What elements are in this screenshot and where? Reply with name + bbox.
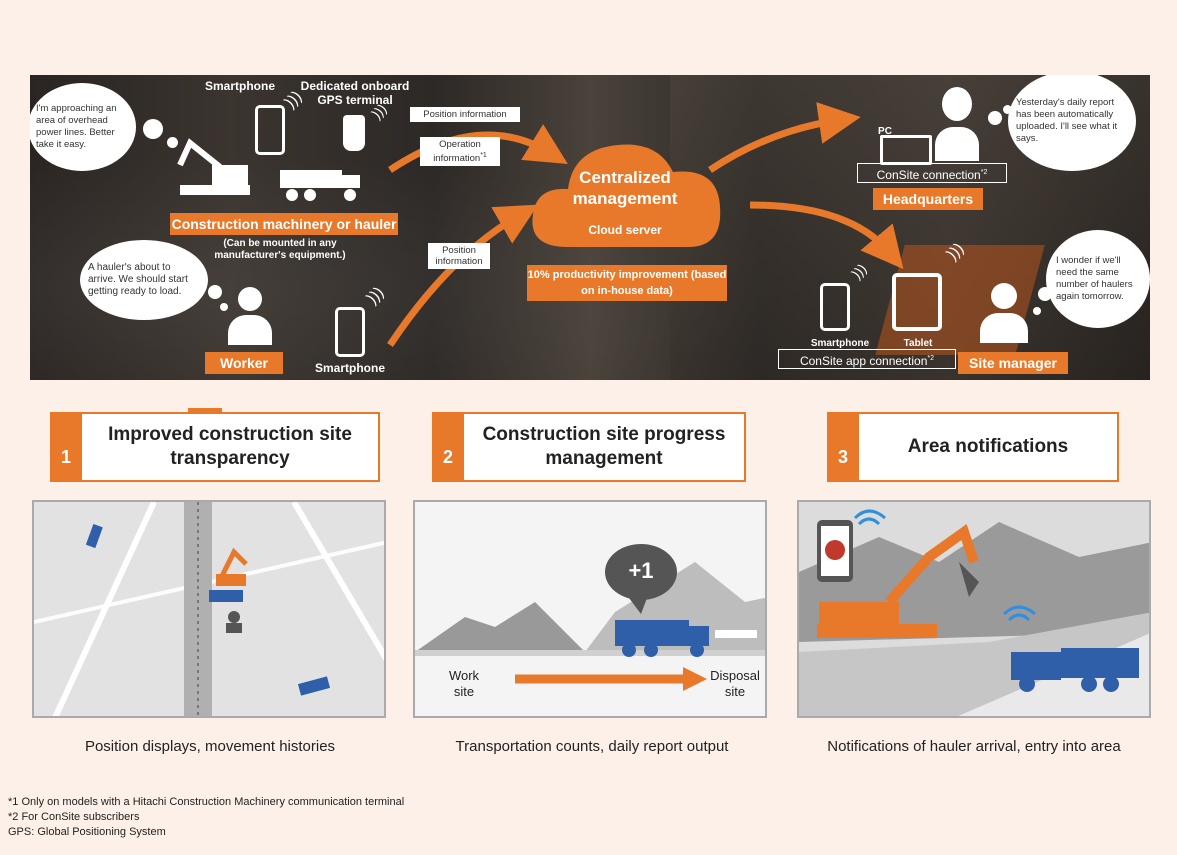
speech-bubble-headquarters: Yesterday's daily report has been automa… [1008, 75, 1136, 171]
excavator-truck-icon [177, 138, 360, 201]
mount-note: (Can be mounted in any manufacturer's eq… [214, 238, 346, 261]
position-info-tag-1: Position information [410, 107, 520, 122]
smartphone-icon [255, 105, 285, 155]
bubble-dot [220, 303, 228, 311]
feature-title: Improved construction site transparency [108, 424, 352, 469]
arrow-to-cloud-top [388, 124, 568, 173]
work-site-label: Work site [448, 668, 480, 699]
cloud-icon [532, 144, 721, 247]
consite-connection-label: ConSite connection*2 [857, 163, 1007, 183]
speech-bubble-operator: I'm approaching an area of overhead powe… [30, 83, 136, 171]
feature-header-1: 1 Improved construction site transparenc… [50, 412, 380, 482]
gps-terminal-label: Dedicated onboard GPS terminal [300, 79, 410, 107]
feature-caption-2: Transportation counts, daily report outp… [455, 738, 729, 755]
feature-image-progress: +1 Work site Disposal site [413, 500, 767, 718]
tablet-icon [892, 273, 942, 331]
cloud-title: Centralized management [572, 168, 678, 208]
site-map-illustration [34, 502, 384, 716]
feature-header-2: 2 Construction site progress management [432, 412, 746, 482]
worker-icon [228, 287, 272, 347]
arrow-to-headquarters [708, 102, 861, 173]
pc-label: PC [878, 126, 892, 137]
bubble-dot [208, 285, 222, 299]
disposal-site-label: Disposal site [710, 668, 760, 699]
speech-bubble-site-manager: I wonder if we'll need the same number o… [1046, 230, 1150, 328]
feature-header-3: 3 Area notifications [827, 412, 1119, 482]
consite-app-note: *2 [927, 355, 935, 362]
position-info-tag-2: Position information [428, 243, 490, 269]
bubble-dot [143, 119, 163, 139]
footnote-gps: GPS: Global Positioning System [8, 826, 166, 838]
feature-number: 3 [827, 412, 859, 482]
feature-caption-1: Position displays, movement histories [84, 738, 336, 755]
feature-number: 2 [432, 412, 464, 482]
operation-info-text: Operation information [433, 139, 481, 165]
speech-bubble-worker: A hauler's about to arrive. We should st… [80, 240, 208, 320]
bubble-dot [1033, 307, 1041, 315]
site-manager-label: Site manager [958, 352, 1068, 374]
feature-caption-3: Notifications of hauler arrival, entry i… [827, 738, 1121, 755]
site-smartphone-label: Smartphone [810, 338, 870, 349]
smartphone-top-label: Smartphone [204, 79, 275, 93]
bubble-dot [988, 111, 1002, 125]
smartphone-bottom-label: Smartphone [314, 361, 385, 375]
worker-label: Worker [205, 352, 283, 374]
feature-image-map [32, 500, 386, 718]
bubble-dot [1003, 105, 1012, 114]
pc-icon [880, 135, 932, 165]
feature-image-area [797, 500, 1151, 718]
feature-title: Area notifications [907, 436, 1069, 457]
consite-connection-note: *2 [980, 169, 988, 176]
feature-title: Construction site progress management [482, 424, 726, 469]
gps-terminal-icon [343, 115, 365, 151]
tablet-label: Tablet [903, 338, 933, 349]
arrow-to-site [749, 201, 904, 270]
feature-number: 1 [50, 412, 82, 482]
area-illustration [799, 502, 1149, 716]
footnote-1: *1 Only on models with a Hitachi Constru… [8, 796, 405, 808]
headquarters-label: Headquarters [873, 188, 983, 210]
system-diagram: I'm approaching an area of overhead powe… [30, 75, 1150, 380]
arrow-to-cloud-bottom [387, 204, 539, 347]
site-manager-icon [980, 283, 1028, 345]
smartphone-icon [335, 307, 365, 357]
operation-info-note: *1 [480, 152, 487, 159]
count-badge: +1 [628, 558, 654, 583]
machinery-label: Construction machinery or hauler [170, 213, 398, 235]
consite-connection-text: ConSite connection [876, 168, 981, 182]
cloud-subtitle: Cloud server [588, 223, 662, 237]
consite-app-label: ConSite app connection*2 [778, 349, 956, 369]
site-smartphone-icon [820, 283, 850, 331]
productivity-label: 10% productivity improvement (based on i… [527, 265, 727, 301]
office-worker-icon [935, 87, 979, 163]
footnote-2: *2 For ConSite subscribers [8, 811, 140, 823]
progress-illustration [415, 502, 765, 716]
consite-app-text: ConSite app connection [799, 354, 928, 368]
operation-info-tag: Operation information*1 [420, 137, 500, 167]
bubble-dot [167, 137, 178, 148]
accent-bar [188, 408, 222, 412]
